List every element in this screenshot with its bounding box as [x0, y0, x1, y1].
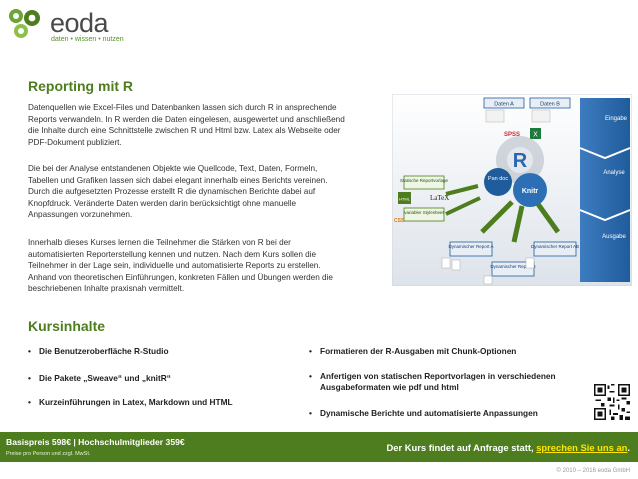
list-item: Anfertigen von statischen Reportvorlagen… — [309, 371, 590, 393]
section-title-reporting: Reporting mit R — [28, 78, 133, 94]
spss-icon: SPSS — [504, 132, 520, 138]
report-b-box: Dynamischer Report B — [490, 264, 535, 269]
stylesheet-box: variabler Stylesheet — [404, 210, 444, 215]
contact-link[interactable]: sprechen Sie uns an — [536, 442, 628, 453]
price-note: Preise pro Person und zzgl. MwSt. — [6, 451, 91, 457]
list-item: Die Pakete „Sweave“ und „knitR“ — [28, 373, 329, 384]
pandoc-gear-icon — [484, 168, 512, 196]
list-item: Kurzeinführungen in Latex, Markdown und … — [28, 397, 329, 408]
list-item: Formatieren der R-Ausgaben mit Chunk-Opt… — [309, 346, 610, 357]
list-item: Die Benutzeroberfläche R-Studio — [28, 346, 329, 357]
list-item: Dynamische Berichte und automatisierte A… — [309, 408, 610, 419]
document-icon — [441, 257, 451, 269]
reporting-workflow-diagram: Eingabe Analyse Ausgabe Daten A Daten B … — [392, 94, 632, 286]
document-icon — [525, 257, 535, 269]
qr-code-icon[interactable] — [594, 384, 630, 420]
report-ab-box: Dynamischer Report AB — [531, 244, 579, 249]
stage-pipeline: Eingabe Analyse Ausgabe — [579, 98, 631, 282]
data-a-box: Daten A — [494, 102, 514, 108]
static-template-box: Statische Reportvorlage — [400, 178, 449, 183]
price-text: Basispreis 598€ | Hochschulmitglieder 35… — [6, 437, 185, 447]
course-request-text: Der Kurs findet auf Anfrage statt, sprec… — [386, 442, 630, 453]
svg-text:X: X — [533, 132, 538, 139]
html-icon — [398, 192, 411, 204]
logo-tagline: daten • wissen • nutzen — [51, 36, 124, 43]
eoda-logo[interactable]: eoda daten • wissen • nutzen — [4, 6, 124, 44]
section-title-course-content: Kursinhalte — [28, 318, 106, 334]
css-icon: CSS — [394, 218, 405, 224]
pandoc-label: Pan doc — [488, 176, 508, 182]
latex-logo: LaTeX — [430, 194, 449, 202]
footer-bar — [0, 432, 638, 462]
svg-text:HTML: HTML — [399, 197, 411, 202]
data-b-box: Daten B — [540, 102, 560, 108]
stage-output-label: Ausgabe — [602, 234, 626, 240]
report-a-box: Dynamischer Report A — [448, 244, 493, 249]
document-icon — [483, 275, 493, 285]
intro-paragraph-1: Datenquellen wie Excel-Files und Datenba… — [28, 103, 345, 147]
pdf-document-icon — [451, 259, 461, 271]
knitr-gear-icon — [513, 173, 547, 207]
logo-wordmark: eoda — [50, 8, 109, 38]
excel-icon — [530, 128, 541, 139]
r-logo-icon: R — [513, 150, 528, 172]
knitr-label: Knitr — [522, 188, 539, 195]
logo-mark-icon — [9, 9, 40, 38]
intro-paragraph-3: Innerhalb dieses Kurses lernen die Teiln… — [28, 238, 333, 294]
copyright: © 2010 – 2016 eoda GmbH — [556, 468, 630, 474]
stage-input-label: Eingabe — [605, 116, 628, 122]
stage-analysis-label: Analyse — [603, 170, 625, 176]
intro-paragraph-2: Die bei der Analyse entstandenen Objekte… — [28, 164, 328, 220]
